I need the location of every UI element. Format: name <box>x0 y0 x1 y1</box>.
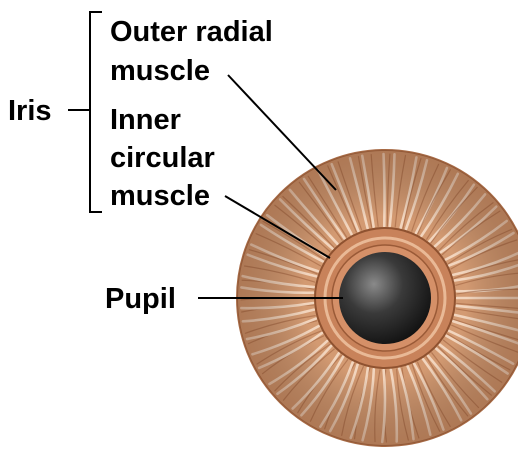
iris-label: Iris <box>8 95 52 127</box>
outer-radial-label-line2: muscle <box>110 55 210 87</box>
inner-circular-label-line3: muscle <box>110 180 210 212</box>
pupil <box>339 252 431 344</box>
outer-radial-leader-line <box>228 75 336 190</box>
inner-circular-label-line1: Inner <box>110 104 181 136</box>
inner-circular-label-line2: circular <box>110 142 215 174</box>
pupil-label: Pupil <box>105 283 176 315</box>
iris-bracket <box>68 12 102 212</box>
outer-radial-label-line1: Outer radial <box>110 16 273 48</box>
